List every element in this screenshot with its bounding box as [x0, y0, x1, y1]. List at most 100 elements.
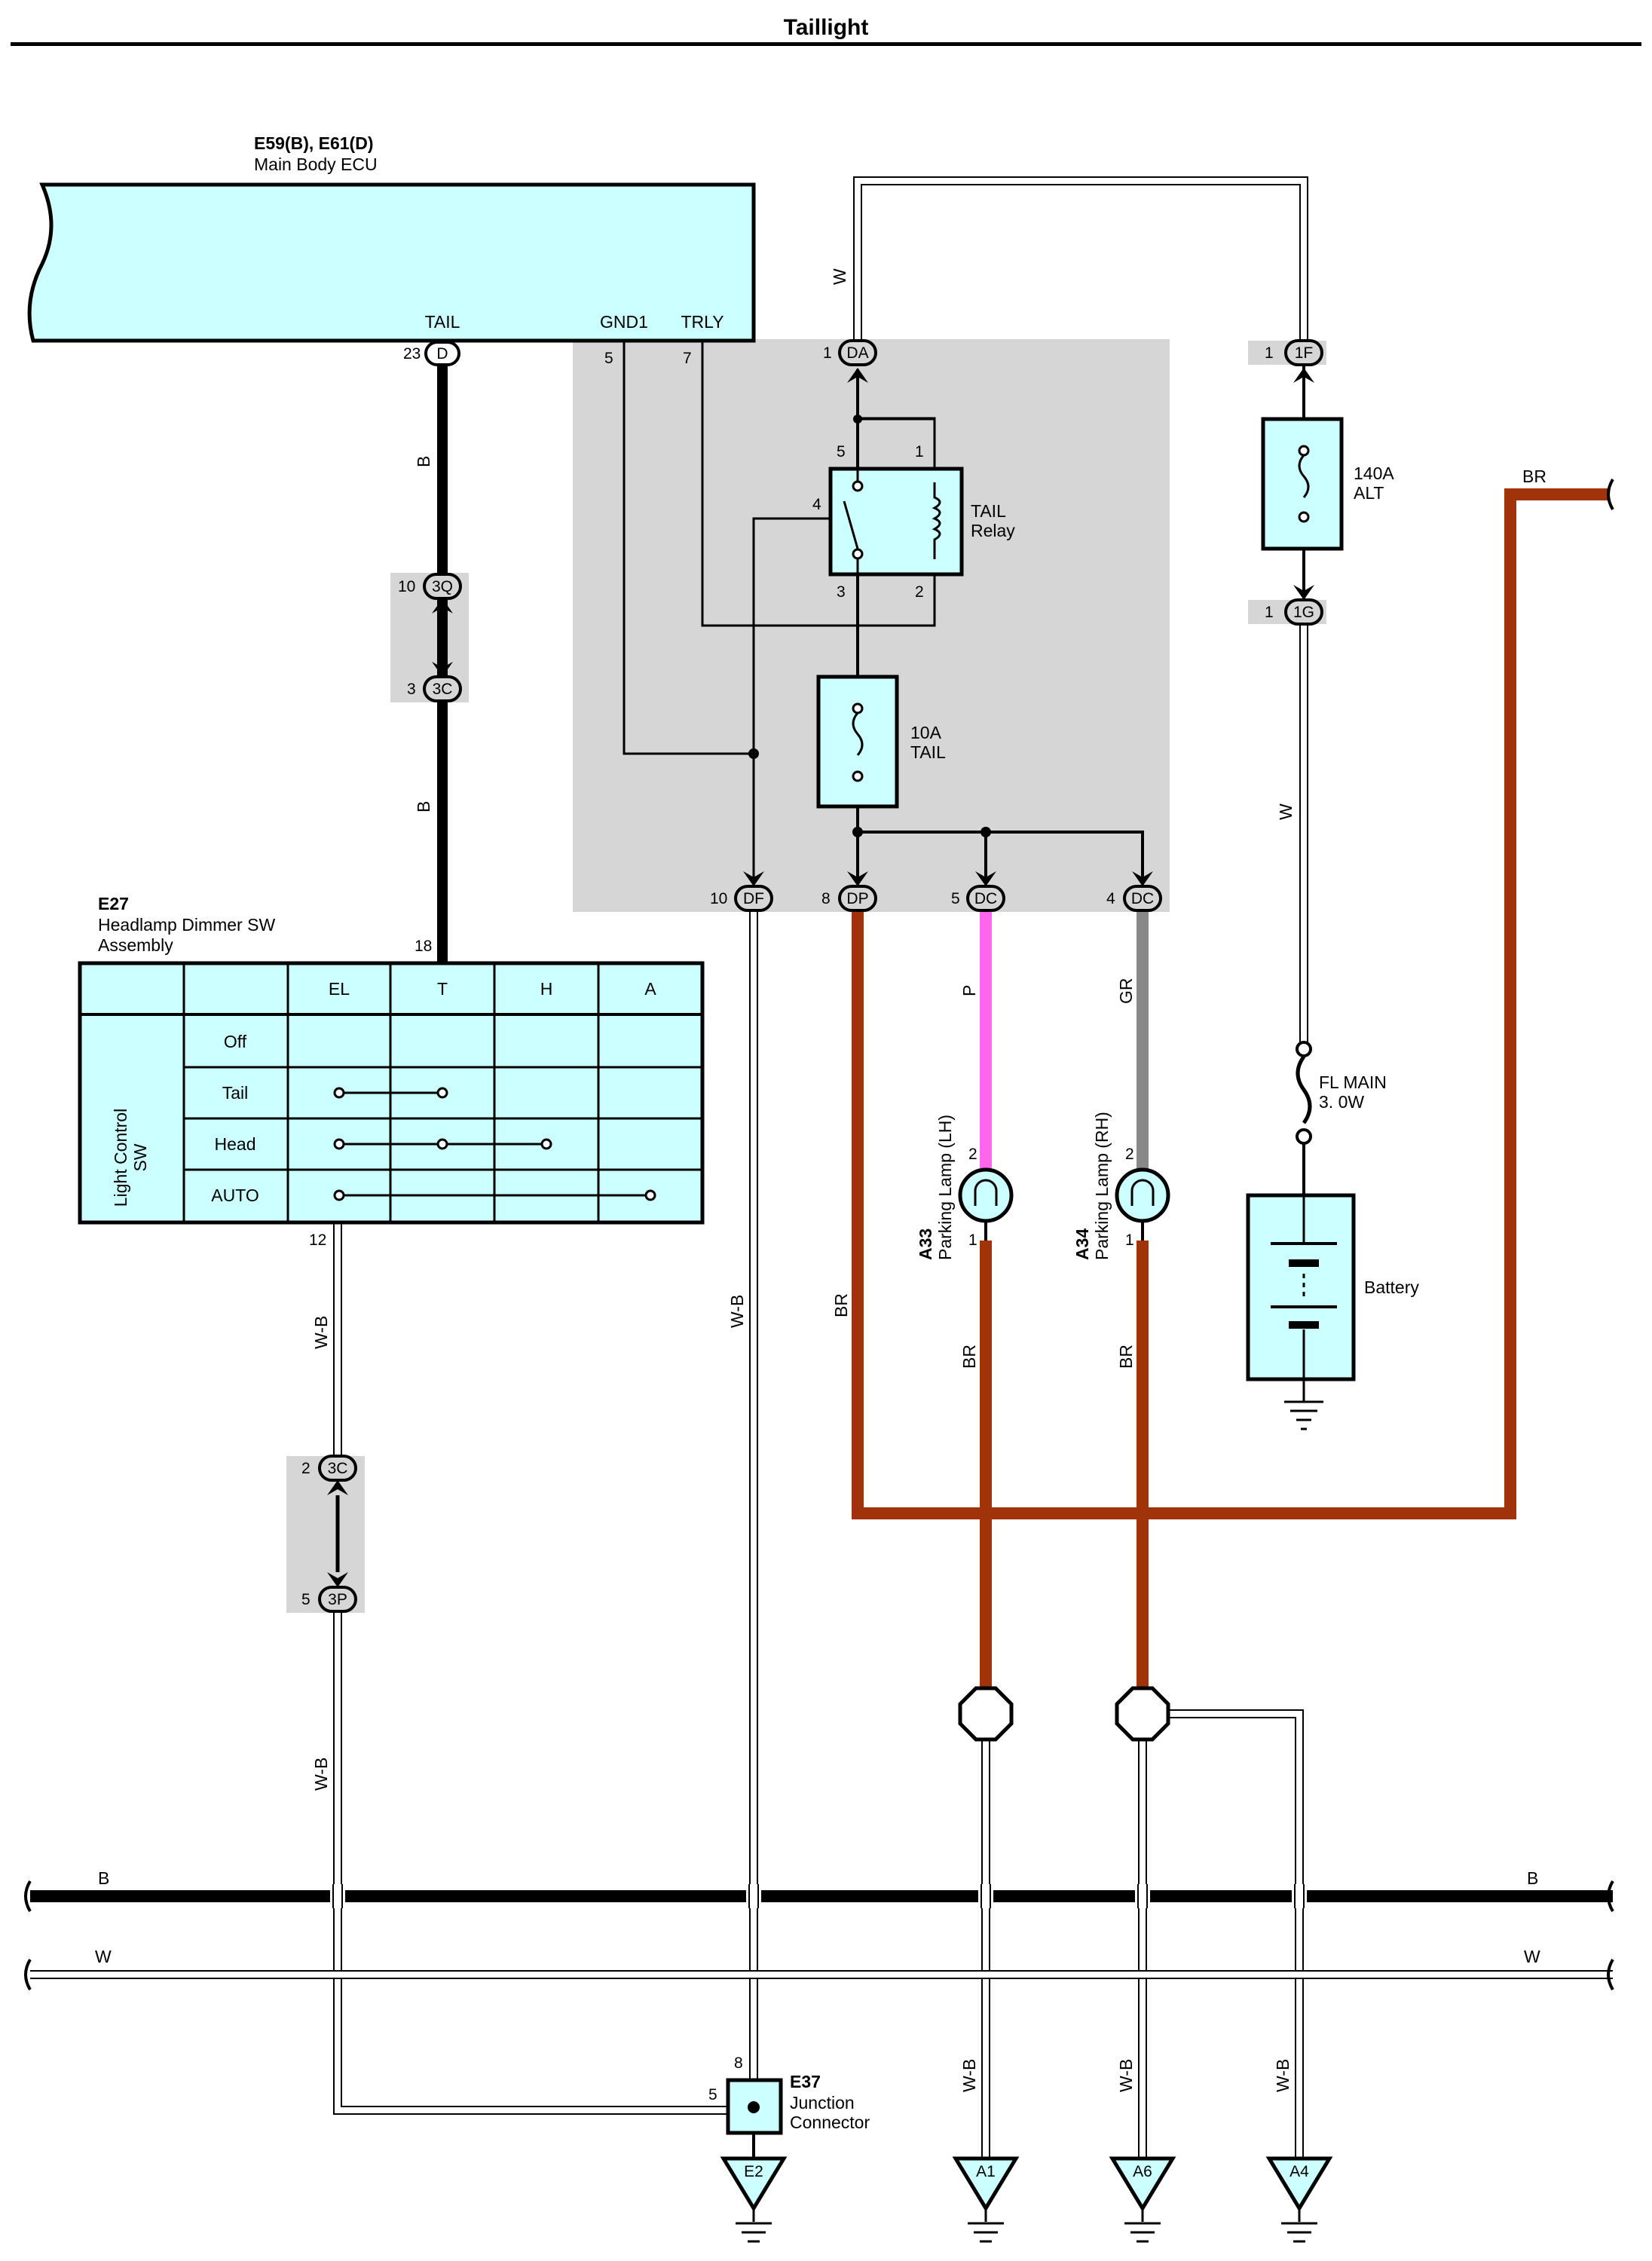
wire-brown-break [1607, 478, 1614, 511]
wire-brown-main [852, 488, 1609, 1519]
switch-group-2: SW [130, 1143, 150, 1171]
bus-white-break-right [1607, 1958, 1614, 1991]
pin-gnd1-5: 5 [604, 350, 613, 367]
relay-pin-2: 2 [915, 583, 924, 601]
lamp-lh-name: Parking Lamp (LH) [935, 1115, 955, 1260]
alt-fuse-140a [1261, 417, 1344, 551]
svg-text:DA: DA [846, 344, 868, 362]
connector-3c-top: 3C [423, 675, 462, 702]
splice-rh [1115, 1686, 1170, 1742]
relay-name-1: TAIL [971, 501, 1006, 521]
wire-white-top [855, 178, 1307, 353]
wire-label-wb-3p: W-B [311, 1758, 331, 1791]
svg-text:1G: 1G [1293, 604, 1314, 621]
svg-text:3P: 3P [328, 1591, 347, 1608]
ground-e2: E2 [720, 2156, 788, 2243]
ground-a6: A6 [1109, 2156, 1176, 2243]
alt-fuse-rating: 140A [1354, 464, 1394, 483]
junction-pin-5: 5 [708, 2086, 717, 2103]
ecu-id: E59(B), E61(D) [254, 133, 373, 153]
wire-wb-3p [335, 1601, 739, 2113]
lamp-rh-filament-icon [1130, 1179, 1155, 1206]
fl-main-terminal-bottom [1296, 1128, 1312, 1145]
relay-contact-top [852, 480, 864, 492]
wire-label-w-alt: W [1276, 803, 1296, 820]
connector-1g: 1G [1284, 598, 1323, 626]
fl-main-element [1296, 1055, 1312, 1124]
junction-name-2: Connector [790, 2113, 870, 2132]
tail-bus [858, 831, 1144, 880]
connector-dc-lh: DC [966, 885, 1005, 912]
bus-black-break-right [1607, 1880, 1614, 1913]
relay-pin-3: 3 [837, 583, 846, 601]
switch-col-t: T [437, 979, 448, 999]
lamp-lh-pin-2: 2 [968, 1146, 977, 1163]
wire-label-br-top: BR [1522, 467, 1546, 486]
relay-pin-1: 1 [915, 443, 924, 460]
wire-wb-a4 [1168, 1711, 1302, 2171]
pin-dp-8: 8 [821, 890, 831, 907]
switch-name-2: Assembly [98, 935, 173, 955]
tail-fuse-rating: 10A [910, 723, 942, 742]
pin-3p-5: 5 [301, 1591, 311, 1608]
junction-3c-3p-box [286, 1456, 365, 1613]
svg-text:3C: 3C [433, 681, 453, 698]
pin-df-10: 10 [710, 890, 727, 907]
gnd1-junction-dot [748, 748, 759, 759]
wire-label-br-lh: BR [959, 1345, 979, 1369]
tail-fuse-terminal-top [852, 702, 864, 714]
pin-3c-3: 3 [407, 681, 416, 698]
connector-da: DA [838, 339, 877, 366]
switch-row-auto: AUTO [211, 1186, 259, 1205]
title-rule [11, 42, 1641, 46]
pin-3q-10: 10 [398, 578, 415, 595]
main-body-ecu [27, 182, 756, 343]
ecu-terminal-gnd1: GND1 [600, 312, 648, 332]
pin-3c-2: 2 [301, 1460, 311, 1477]
wire-label-p: P [959, 985, 979, 996]
bus-label-b-right: B [1527, 1868, 1538, 1888]
ground-a4: A4 [1265, 2156, 1333, 2243]
relay-name-2: Relay [971, 521, 1015, 540]
wire-label-br-dp: BR [831, 1293, 851, 1317]
lamp-lh-pin-1: 1 [968, 1231, 977, 1249]
svg-text:1F: 1F [1295, 344, 1314, 362]
connector-arrows-icon [327, 368, 1314, 1587]
relay-contact-bottom [852, 548, 864, 560]
wire-label-wb-a6: W-B [1116, 2059, 1136, 2092]
ecu-name: Main Body ECU [254, 155, 378, 174]
alt-fuse-element [1298, 454, 1310, 498]
switch-row-off: Off [224, 1032, 247, 1051]
lamp-rh-name: Parking Lamp (RH) [1092, 1112, 1112, 1260]
battery-ground-icon [1284, 1400, 1323, 1430]
svg-text:DF: DF [743, 890, 764, 907]
svg-text:A6: A6 [1133, 2163, 1152, 2180]
svg-text:A1: A1 [976, 2163, 996, 2180]
tail-fuse-element [852, 712, 864, 756]
ecu-terminal-tail: TAIL [425, 312, 460, 332]
switch-row-head: Head [215, 1134, 256, 1154]
lamp-rh-pin-2: 2 [1125, 1146, 1134, 1163]
alt-fuse-terminal-top [1298, 445, 1310, 457]
wire-wb-a4-outline [1168, 1709, 1304, 2171]
connector-d: D [424, 341, 460, 366]
switch-contact-dots [333, 1087, 656, 1201]
switch-id: E27 [98, 894, 129, 913]
connector-3q: 3Q [423, 573, 462, 600]
wire-white-top-outline [853, 176, 1308, 353]
parking-lamp-rh [1115, 1167, 1170, 1223]
pin-dc-5: 5 [951, 890, 960, 907]
switch-col-el: EL [329, 979, 350, 999]
svg-text:3Q: 3Q [432, 578, 453, 595]
battery-label: Battery [1364, 1277, 1419, 1297]
relay-line-df [752, 517, 831, 880]
wire-label-b-2: B [414, 801, 433, 812]
svg-text:DC: DC [1131, 890, 1154, 907]
bus-label-w-left: W [95, 1947, 112, 1966]
pin-d-23: 23 [403, 345, 421, 363]
lamp-lh-id: A33 [916, 1228, 935, 1260]
tail-bus-dot-2 [980, 827, 991, 837]
splice-lh [958, 1686, 1014, 1742]
connector-dp: DP [838, 885, 877, 912]
